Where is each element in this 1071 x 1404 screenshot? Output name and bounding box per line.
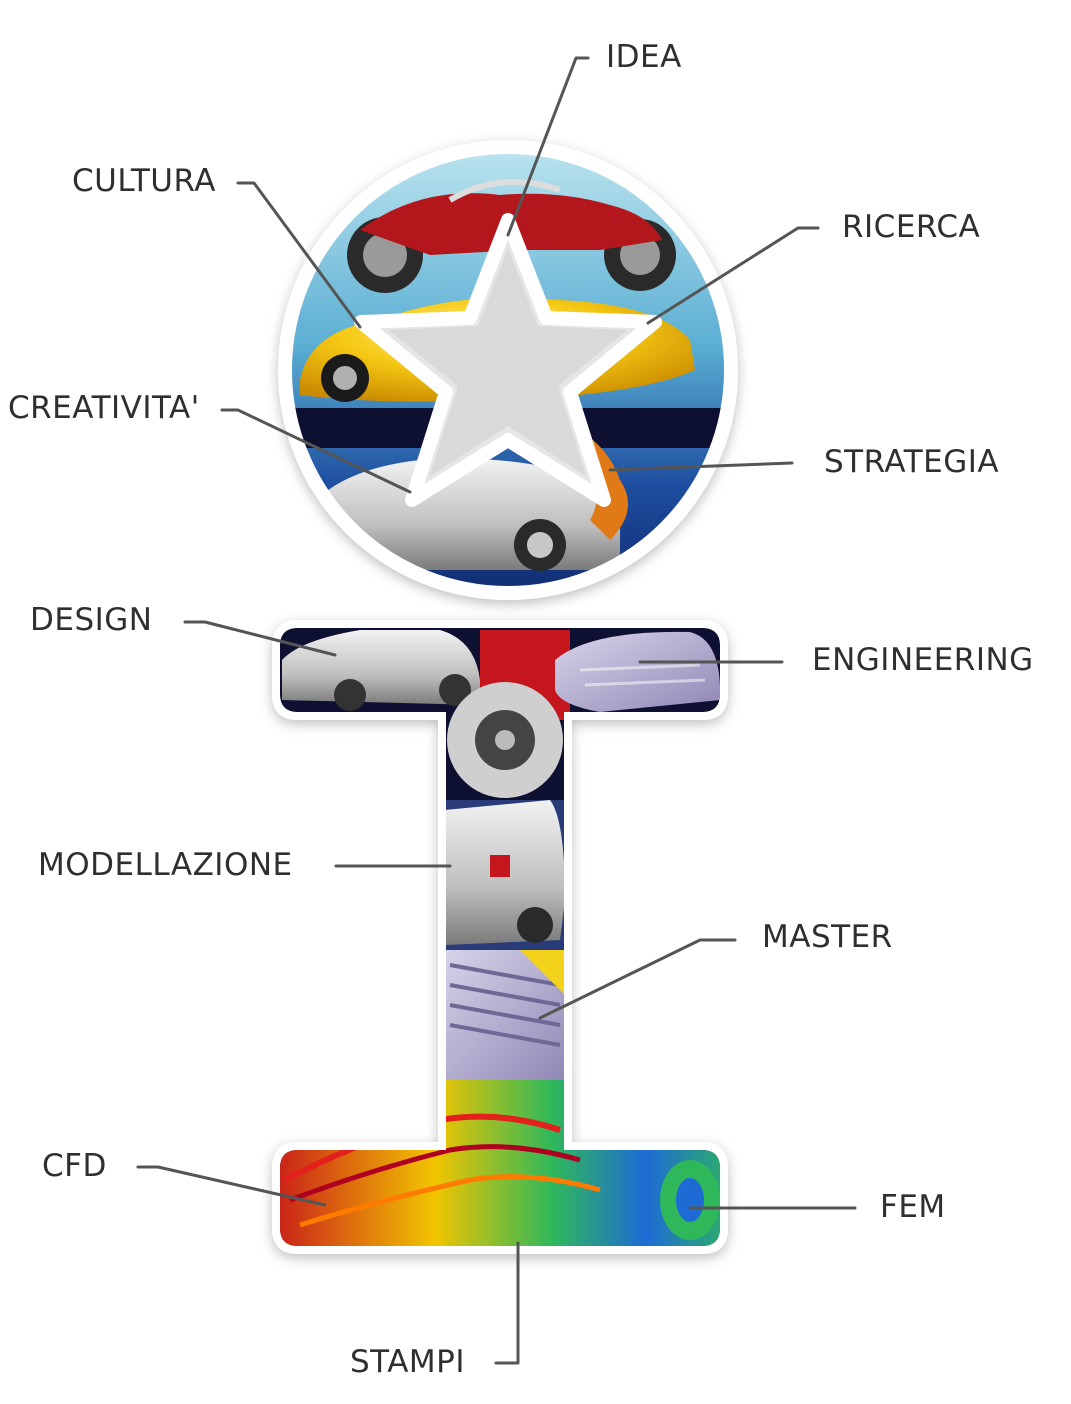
mold-image (440, 950, 570, 1080)
label-design: DESIGN (30, 602, 153, 638)
leader-design (183, 620, 337, 657)
leader-ricerca (646, 226, 820, 325)
label-engineering: ENGINEERING (812, 642, 1034, 678)
label-modellazione: MODELLAZIONE (38, 847, 293, 883)
label-stampi: STAMPI (350, 1344, 465, 1380)
brake-disc-image (447, 682, 563, 798)
leader-strategia (608, 461, 794, 472)
sedan-image (282, 630, 480, 711)
leader-master (538, 938, 737, 1020)
label-ricerca: RICERCA (842, 209, 981, 245)
leader-stampi (494, 1241, 520, 1365)
silver-car-image (300, 458, 620, 571)
engine-cover-image (555, 631, 720, 712)
cfd-fem-image (280, 1080, 720, 1246)
ring-emblem (278, 140, 738, 600)
label-fem: FEM (880, 1189, 946, 1225)
label-cultura: CULTURA (72, 163, 216, 199)
letter-i-emblem (272, 620, 728, 1254)
star-cutout (354, 213, 662, 507)
label-master: MASTER (762, 919, 893, 955)
label-strategia: STRATEGIA (824, 444, 1000, 480)
leader-cfd (136, 1165, 327, 1207)
leader-idea (506, 56, 590, 237)
label-idea: IDEA (606, 39, 682, 75)
hatchback-image (445, 800, 565, 945)
leader-lines (136, 56, 857, 1365)
leader-cultura (236, 181, 362, 329)
label-creativita: CREATIVITA' (8, 390, 200, 426)
motorcycle-image (347, 179, 676, 293)
leader-creativita (220, 408, 412, 494)
label-cfd: CFD (42, 1148, 107, 1184)
